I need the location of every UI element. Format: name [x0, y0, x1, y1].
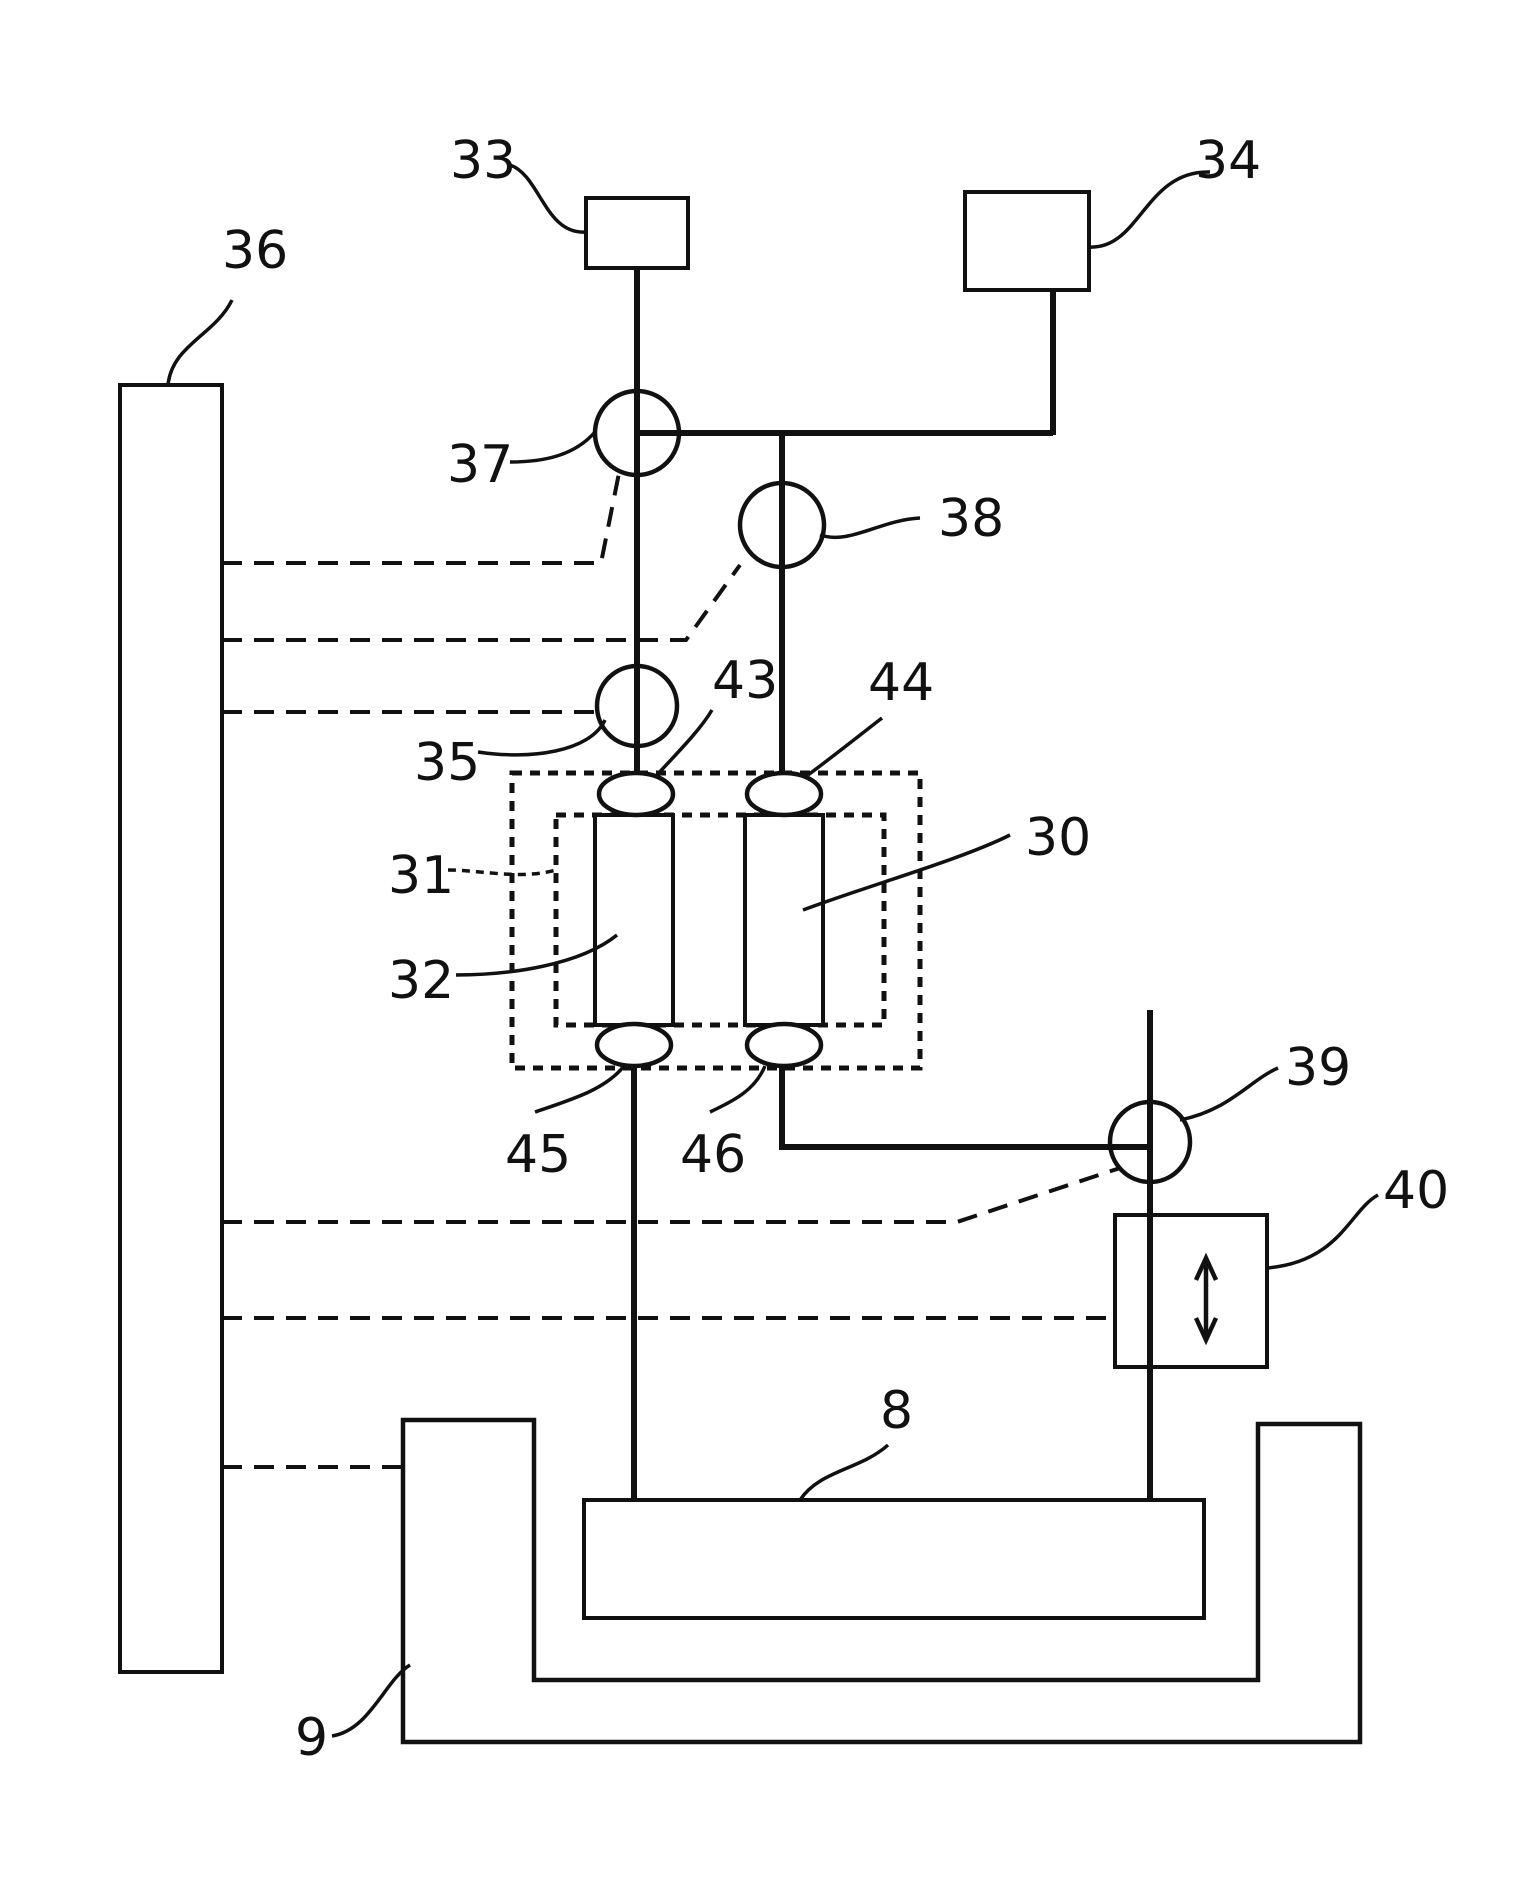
- label-34: 34: [1195, 131, 1261, 191]
- label-46: 46: [680, 1125, 746, 1185]
- label-32: 32: [388, 951, 454, 1011]
- actuator-box-40: [1115, 1215, 1267, 1367]
- control-line-38: [222, 565, 740, 640]
- leader-33: [510, 165, 586, 232]
- label-31: 31: [388, 846, 454, 906]
- seal-46: [747, 1024, 821, 1066]
- seal-43: [599, 773, 673, 815]
- label-8: 8: [880, 1381, 913, 1441]
- label-44: 44: [868, 653, 934, 713]
- label-30: 30: [1025, 808, 1091, 868]
- leader-32: [456, 935, 617, 975]
- leader-40: [1267, 1195, 1378, 1268]
- label-39: 39: [1285, 1038, 1351, 1098]
- label-45: 45: [505, 1125, 571, 1185]
- controller-block-36: [120, 385, 222, 1672]
- control-line-37: [222, 468, 620, 563]
- line-46-to-39: [782, 1066, 1150, 1147]
- label-37: 37: [447, 435, 513, 495]
- seal-45: [597, 1024, 671, 1066]
- leader-44: [808, 718, 882, 775]
- leader-9: [332, 1665, 410, 1736]
- column-32: [595, 815, 673, 1025]
- leader-45: [535, 1066, 624, 1112]
- column-30: [745, 815, 823, 1025]
- seal-44: [747, 773, 821, 815]
- control-line-39: [222, 1168, 1120, 1222]
- label-43: 43: [712, 651, 778, 711]
- leader-38: [820, 518, 920, 537]
- leader-34: [1089, 172, 1210, 247]
- label-38: 38: [938, 489, 1004, 549]
- leader-31: [448, 870, 556, 874]
- leader-8: [800, 1445, 888, 1500]
- leader-46: [710, 1066, 765, 1112]
- source-box-34: [965, 192, 1089, 290]
- label-36: 36: [222, 221, 288, 281]
- label-40: 40: [1383, 1161, 1449, 1221]
- label-35: 35: [414, 733, 480, 793]
- leader-35: [478, 720, 605, 755]
- leader-36: [168, 300, 232, 385]
- label-33: 33: [450, 131, 516, 191]
- leader-30: [803, 835, 1010, 910]
- leader-39: [1180, 1068, 1278, 1120]
- source-box-33: [586, 198, 688, 268]
- leader-37: [510, 432, 595, 462]
- label-9: 9: [295, 1708, 328, 1768]
- vessel-8: [584, 1500, 1204, 1618]
